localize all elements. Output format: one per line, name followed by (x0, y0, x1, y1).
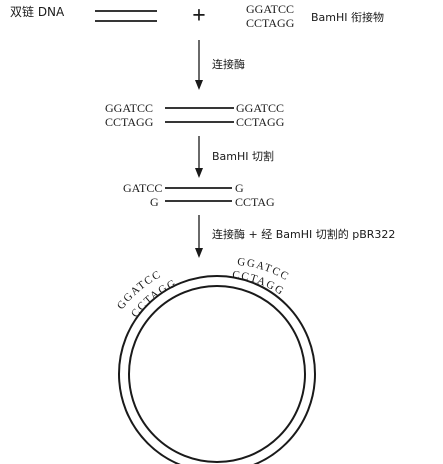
plasmid-outer-ring (118, 275, 316, 464)
ligase-plus-pbr322-label: 连接酶 + 经 BamHI 切割的 pBR322 (212, 227, 395, 241)
row3-left-bottom-sequence: G (150, 195, 159, 209)
ligase-label: 连接酶 (212, 58, 245, 71)
row3-right-top-sequence: G (235, 181, 244, 195)
plus-sign: + (192, 3, 206, 29)
step-3: 连接酶 + 经 BamHI 切割的 pBR322 (195, 215, 395, 258)
step-1: 连接酶 (195, 40, 245, 90)
row-2: GGATCC CCTAGG GGATCC CCTAGG (105, 101, 285, 129)
linker-top-sequence: GGATCC (246, 2, 294, 16)
bamhi-cut-label: BamHI 切割 (212, 149, 274, 163)
linker-bottom-sequence: CCTAGG (246, 16, 295, 30)
row-3: GATCC G G CCTAG (123, 181, 275, 209)
row3-left-top-sequence: GATCC (123, 181, 162, 195)
row3-right-bottom-sequence: CCTAG (235, 195, 275, 209)
plasmid-inner-ring (128, 285, 306, 463)
arrow-3-head (195, 248, 203, 258)
arrow-2-head (195, 168, 203, 178)
row-1: 双链 DNA + GGATCC CCTAGG BamHI 衔接物 (10, 2, 384, 30)
double-strand-dna-label: 双链 DNA (10, 4, 65, 19)
step-2: BamHI 切割 (195, 136, 274, 178)
row2-right-bottom-sequence: CCTAGG (236, 115, 285, 129)
row2-left-bottom-sequence: CCTAGG (105, 115, 154, 129)
row2-right-top-sequence: GGATCC (236, 101, 284, 115)
row2-left-top-sequence: GGATCC (105, 101, 153, 115)
bamhi-linker-label: BamHI 衔接物 (311, 10, 384, 24)
recombinant-plasmid: GGATCC CCTAGG GGATCC CCTAGG (115, 256, 316, 464)
arrow-1-head (195, 80, 203, 90)
